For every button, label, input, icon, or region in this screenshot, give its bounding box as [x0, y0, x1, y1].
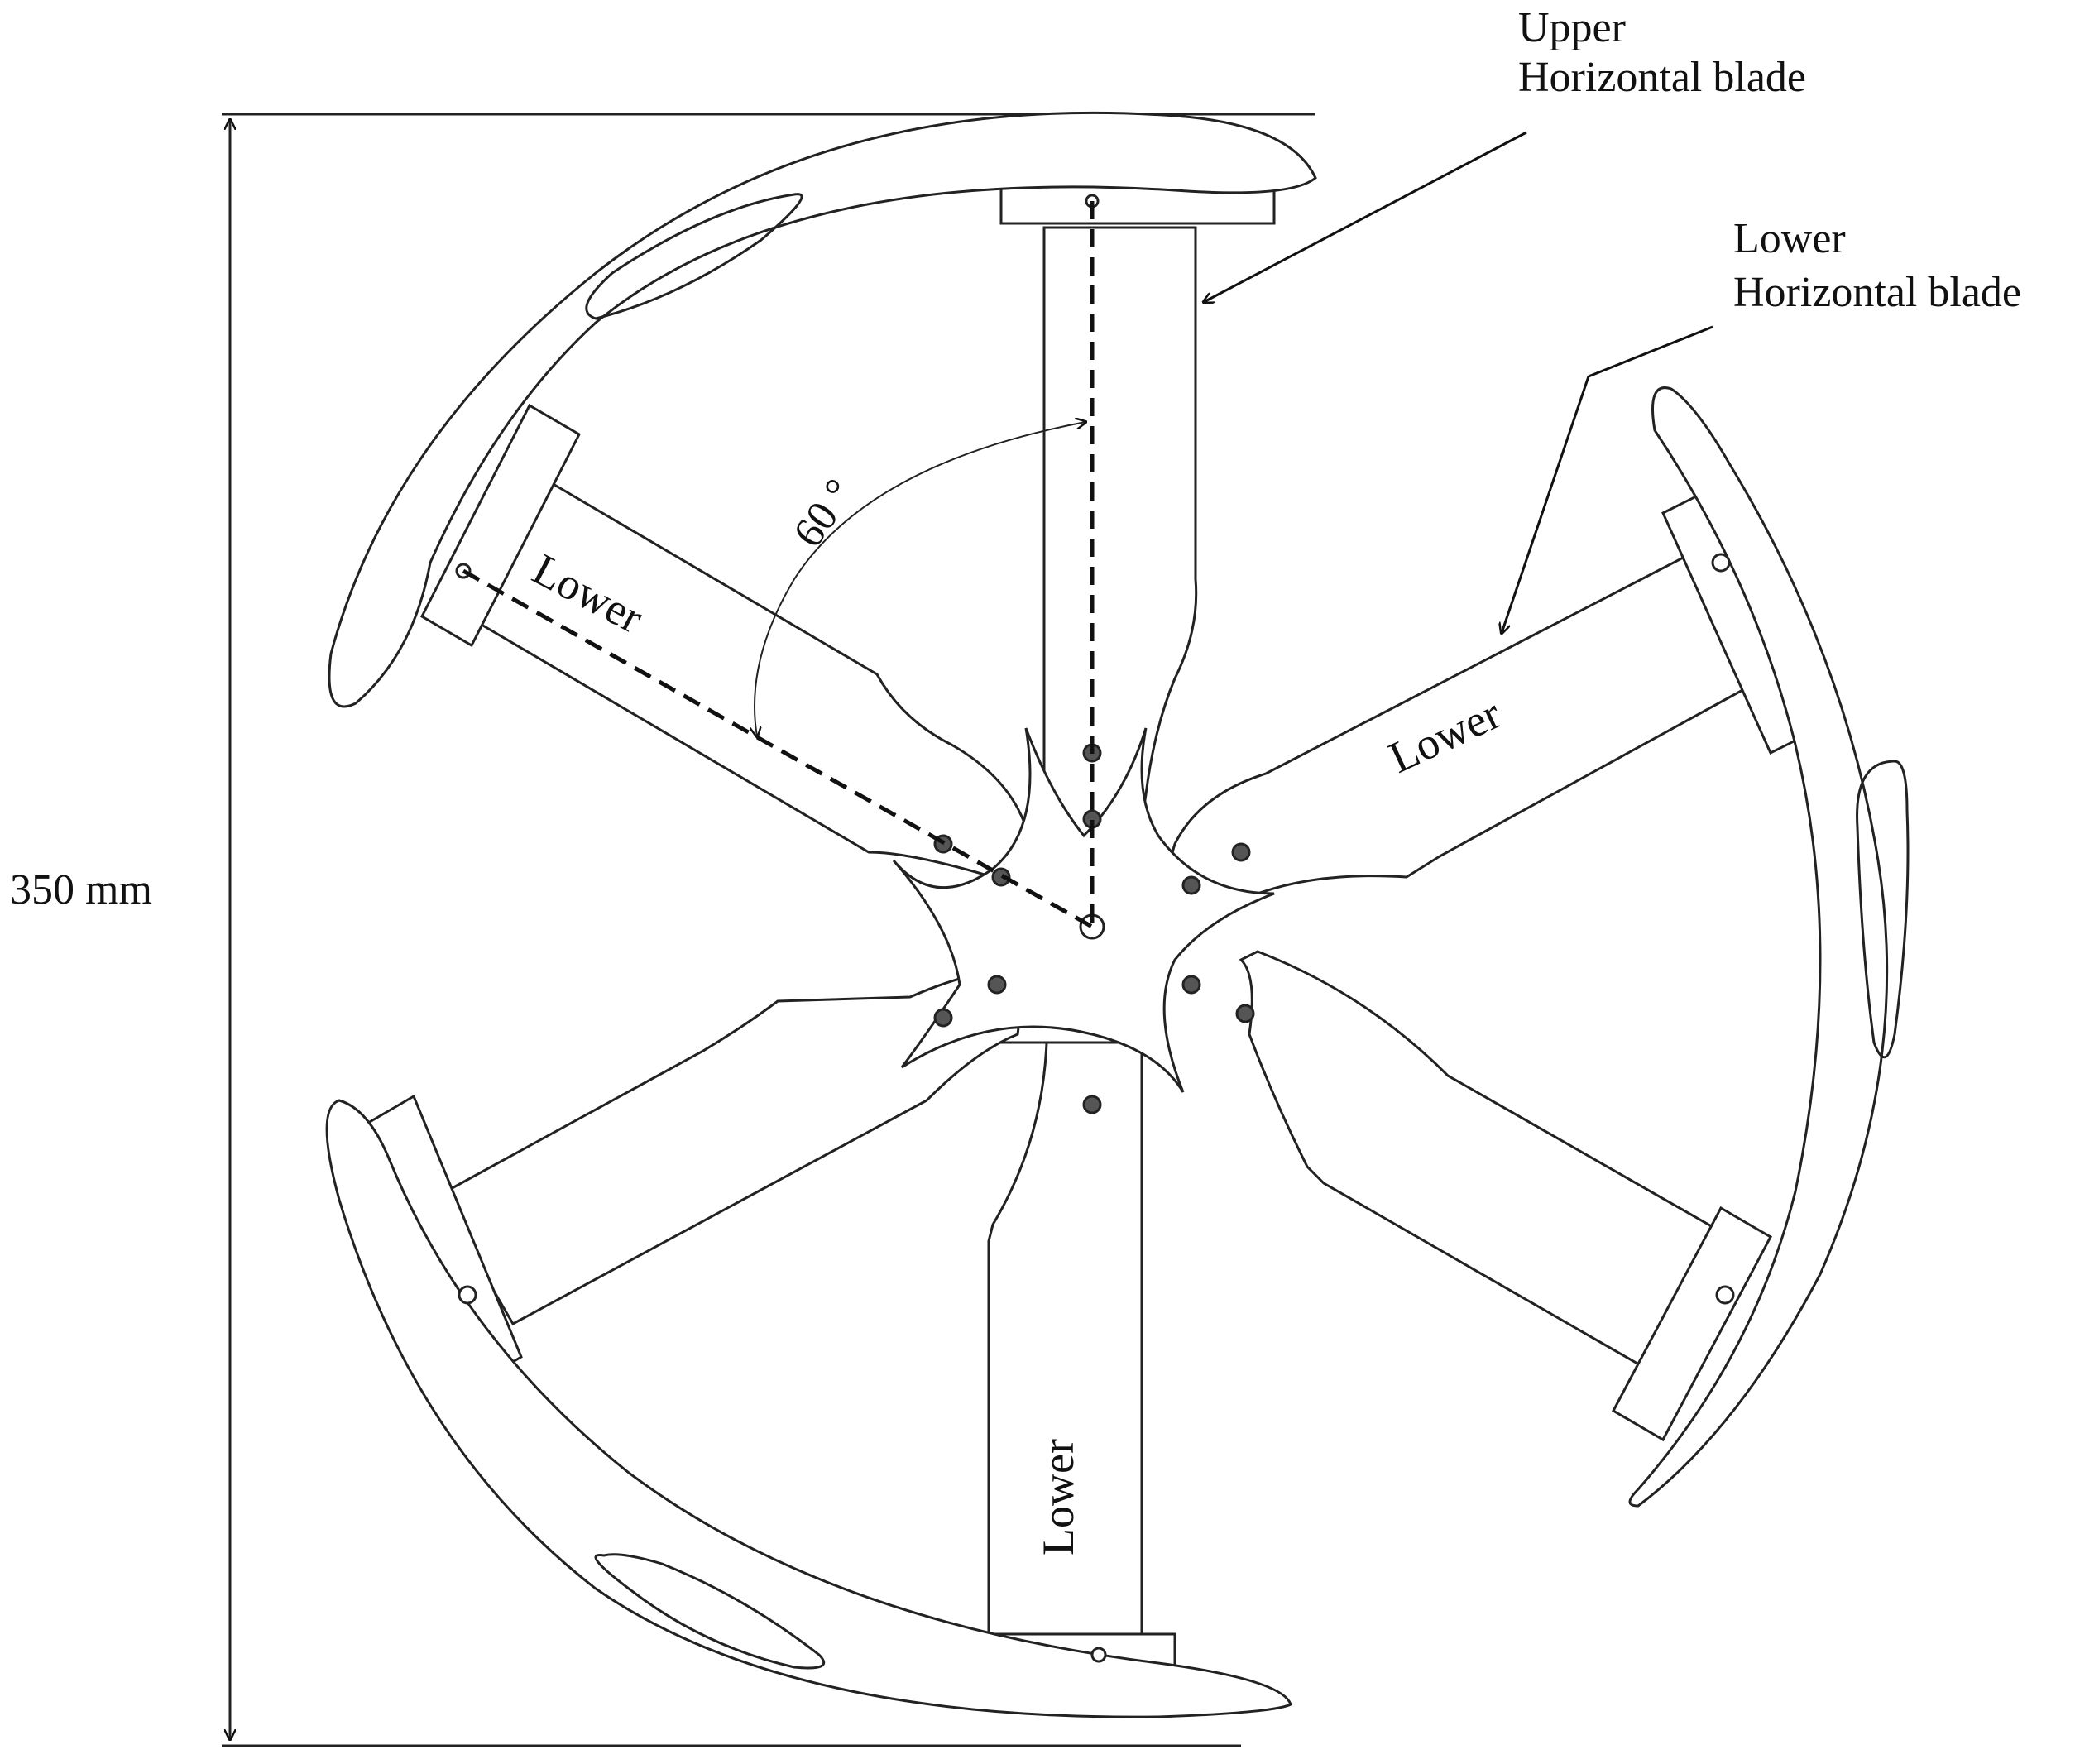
- blade-right: [1628, 386, 1889, 1508]
- dashed-line-diagonal: [462, 568, 1094, 929]
- blade-bottom-left-slot: [594, 1553, 826, 1670]
- arms-group: [362, 185, 1822, 1673]
- lower-label-line1: Lower: [1733, 215, 1846, 262]
- arm-right: [1169, 486, 1822, 920]
- arm-upper-left: [420, 403, 1028, 879]
- callouts: Upper Horizontal blade Lower Horizontal …: [1204, 4, 2021, 633]
- angle-arc: [755, 422, 1085, 736]
- blade-bottom-left: [325, 1099, 1292, 1718]
- lower-callout-arrow: [1502, 376, 1590, 633]
- upper-label-line2: Horizontal blade: [1518, 54, 1806, 101]
- dimension-label: 350 mm: [10, 866, 152, 913]
- hub: [892, 727, 1275, 1093]
- lower-callout-line: [1588, 325, 1713, 378]
- arm-bottom: [900, 1041, 1176, 1673]
- lower-label-line2: Horizontal blade: [1733, 269, 2021, 316]
- upper-label-line1: Upper: [1518, 4, 1626, 51]
- blade-right-slot: [1856, 760, 1910, 1059]
- blade-top-left: [328, 111, 1317, 708]
- arm-bottom-label: Lower: [1033, 1439, 1083, 1555]
- blades-group: [325, 111, 1910, 1718]
- upper-callout-line: [1204, 131, 1527, 302]
- angle-label: 60 °: [784, 471, 864, 556]
- blade-top-left-slot: [585, 193, 803, 320]
- arm-lower-right: [1239, 950, 1773, 1442]
